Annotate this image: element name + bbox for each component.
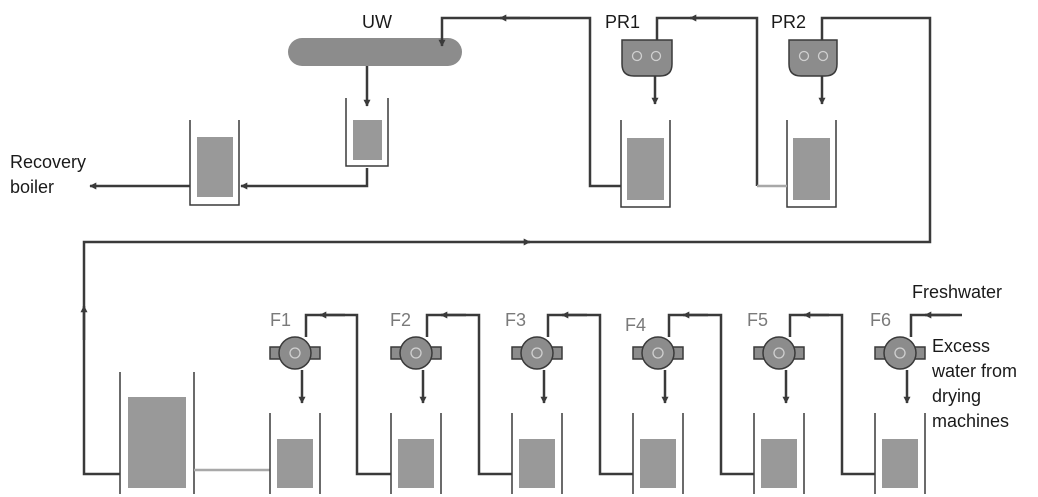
recovery-label-line2: boiler <box>10 177 54 197</box>
pr1-press <box>621 39 673 77</box>
large-tank <box>119 372 195 494</box>
pr1-label: PR1 <box>605 12 640 32</box>
uw-label: UW <box>362 12 392 32</box>
f5-tank-to-f4-line <box>667 313 754 476</box>
f2-tank-to-f1-line <box>304 313 391 476</box>
excess-label-line1: Excess <box>932 336 990 356</box>
f2-label: F2 <box>390 310 411 330</box>
f3-filter <box>511 336 563 370</box>
uw-wash-unit <box>288 38 462 66</box>
f2-filter <box>390 336 442 370</box>
f1-label: F1 <box>270 310 291 330</box>
f3-tank-to-f2-line <box>425 313 512 476</box>
pr1-tank-to-uw-line <box>438 16 621 188</box>
f6-filter <box>874 336 926 370</box>
pr2-press <box>788 39 838 77</box>
f3-label: F3 <box>505 310 526 330</box>
f4-filter <box>632 336 684 370</box>
f5-tank <box>753 413 805 494</box>
excess-label-line4: machines <box>932 411 1009 431</box>
pr2-tank <box>786 120 837 208</box>
f1-tank <box>269 413 321 494</box>
uw-tank-to-recovery-tank-line <box>240 168 369 190</box>
f3-tank <box>511 413 563 494</box>
f6-tank-to-f5-line <box>788 313 875 476</box>
f2-tank <box>390 413 442 494</box>
excess-label-line2: water from <box>931 361 1017 381</box>
uw-tank <box>345 98 389 167</box>
recovery-tank <box>189 120 240 206</box>
f6-label: F6 <box>870 310 891 330</box>
f4-tank <box>632 413 684 494</box>
f5-filter <box>753 336 805 370</box>
recovery-label-line1: Recovery <box>10 152 86 172</box>
freshwater-inlet-line <box>909 313 962 337</box>
f4-tank-to-f3-line <box>546 313 633 476</box>
f4-label: F4 <box>625 315 646 335</box>
f1-filter <box>269 336 321 370</box>
loop-line <box>82 16 932 476</box>
pr1-tank <box>620 120 671 208</box>
freshwater-label: Freshwater <box>912 282 1002 302</box>
excess-label-line3: drying <box>932 386 981 406</box>
f6-tank <box>874 413 926 494</box>
pr2-label: PR2 <box>771 12 806 32</box>
f5-label: F5 <box>747 310 768 330</box>
